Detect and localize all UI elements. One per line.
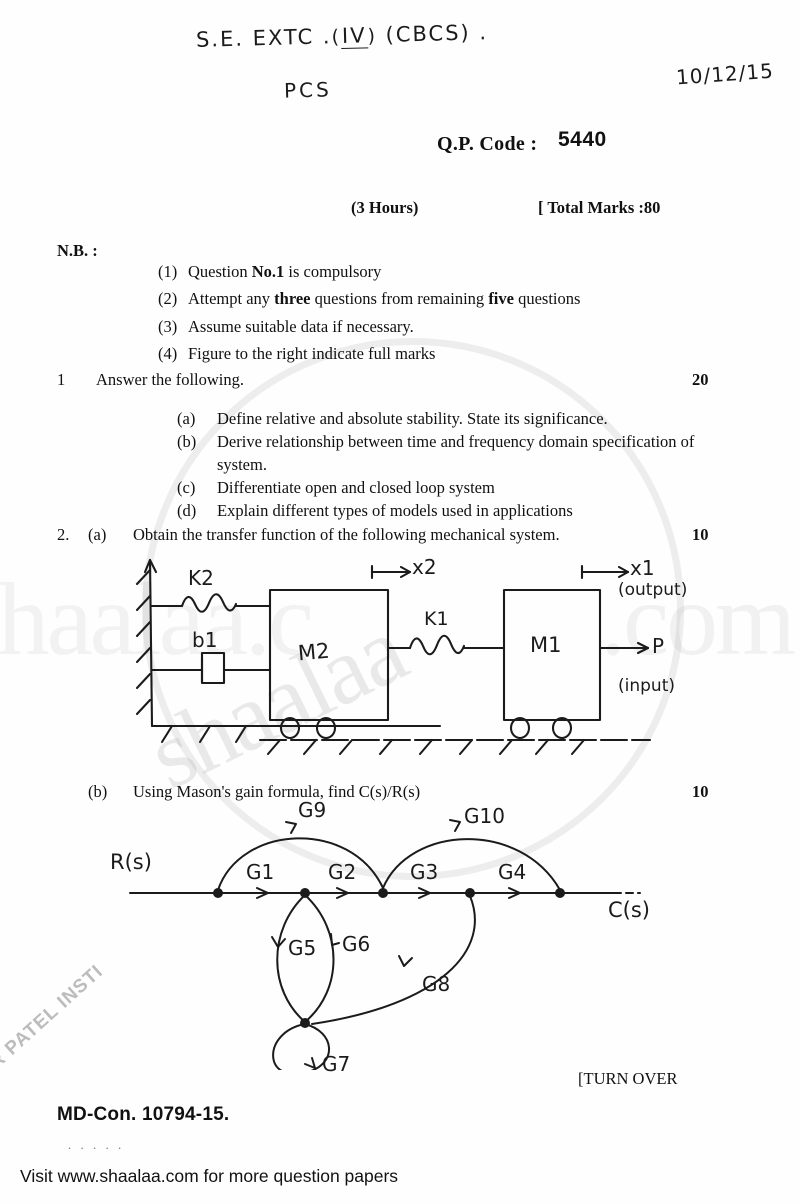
list-item: (c) Differentiate open and closed loop s…: [177, 476, 737, 499]
signal-flow-graph-svg: [129, 819, 641, 1075]
question-1-number: 1: [57, 370, 66, 389]
question-2b-text: Using Mason's gain formula, find C(s)/R(…: [133, 782, 421, 801]
mech-label-m2: M2: [297, 638, 331, 666]
nb-item-number: (3): [158, 316, 178, 336]
handwritten-course-post: (CBCS) .: [376, 20, 489, 48]
mechanical-system-svg: [135, 558, 652, 756]
sub-question-label: (d): [177, 500, 197, 520]
question-2b-marks: 10: [692, 782, 709, 801]
sub-question-text: Define relative and absolute stability. …: [217, 408, 608, 428]
sfg-label-g7: G7: [322, 1052, 351, 1076]
sfg-label-output: C(s): [608, 898, 650, 922]
question-1-sublist: (a) Define relative and absolute stabili…: [137, 407, 737, 522]
mech-label-force-p: P: [652, 634, 665, 658]
nb-instruction-list: (1) Question No.1 is compulsory (2) Atte…: [118, 258, 580, 368]
question-2b-label: (b): [88, 782, 108, 801]
sub-question-label: (a): [177, 408, 196, 428]
handwritten-subject-annotation: PCS: [283, 77, 333, 103]
mech-label-x2: x2: [412, 555, 437, 579]
handwritten-date-annotation: 10/12/15: [675, 58, 775, 90]
list-item: (4) Figure to the right indicate full ma…: [158, 340, 580, 368]
nb-item-number: (2): [158, 289, 178, 308]
paper-serial-code: MD-Con. 10794-15.: [57, 1104, 230, 1125]
mech-label-x1: x1: [630, 556, 655, 580]
watermark-left-text: shaalaa.c: [0, 562, 314, 677]
sfg-label-g2: G2: [328, 860, 357, 884]
visit-site-note: Visit www.shaalaa.com for more question …: [20, 1166, 399, 1186]
question-2a-marks: 10: [692, 525, 709, 544]
nb-item-number: (1): [158, 261, 178, 281]
question-2a-label: (a): [88, 525, 107, 544]
sfg-label-g3: G3: [410, 860, 439, 884]
mech-label-k1: K1: [424, 608, 449, 630]
mech-label-m1: M1: [530, 633, 562, 657]
sfg-label-g10: G10: [464, 804, 505, 828]
sfg-label-g1: G1: [246, 860, 275, 884]
nb-label: N.B. :: [57, 241, 98, 260]
mech-label-input: (input): [618, 676, 675, 696]
question-1-title: Answer the following.: [96, 370, 245, 389]
sub-question-text: Derive relationship between time and fre…: [217, 431, 695, 474]
qp-code-value: 5440: [558, 128, 607, 151]
watermark-diagonal-text: shaalaa: [132, 595, 421, 810]
handwritten-course-annotation: S.E. EXTC .(IV) (CBCS) .: [195, 20, 489, 52]
question-2-number: 2.: [57, 525, 70, 544]
nb-item-number: (4): [158, 344, 178, 363]
mechanical-system-figure: K2 b1 M2 K1 M1 x2 x1 (output) (input) P: [110, 548, 690, 768]
question-2a-text: Obtain the transfer function of the foll…: [133, 525, 560, 544]
nb-item-text: Attempt any three questions from remaini…: [188, 289, 581, 308]
sfg-label-input: R(s): [110, 850, 152, 874]
list-item: (1) Question No.1 is compulsory: [158, 258, 580, 286]
list-item: (d) Explain different types of models us…: [177, 499, 737, 522]
exam-total-marks: [ Total Marks :80: [538, 198, 661, 217]
mech-label-output: (output): [618, 580, 688, 600]
mech-label-k2: K2: [188, 566, 214, 590]
sfg-label-g8: G8: [422, 972, 451, 996]
watermark-right-text: .com: [600, 562, 796, 677]
sub-question-label: (c): [177, 477, 196, 497]
mech-label-b1: b1: [192, 628, 218, 652]
question-1-marks: 20: [692, 370, 709, 389]
list-item: (b) Derive relationship between time and…: [177, 430, 737, 476]
list-item: (3) Assume suitable data if necessary.: [158, 313, 580, 341]
turn-over-note: [TURN OVER: [578, 1069, 678, 1088]
footer-dots: . . . . .: [68, 1137, 125, 1152]
handwritten-semester: IV: [340, 23, 368, 50]
sub-question-label: (b): [177, 431, 197, 451]
sfg-label-g4: G4: [498, 860, 527, 884]
sfg-label-g5: G5: [288, 936, 317, 960]
nb-item-text: Figure to the right indicate full marks: [188, 344, 436, 363]
nb-item-text: Assume suitable data if necessary.: [188, 316, 414, 336]
watermark-institute-stamp: AR PATEL INSTI: [0, 960, 108, 1084]
signal-flow-graph-figure: R(s) C(s) G1 G2 G3 G4 G9 G10 G5 G6 G7 G8: [100, 798, 700, 1076]
sub-question-text: Explain different types of models used i…: [217, 500, 573, 520]
exam-duration: (3 Hours): [351, 198, 419, 217]
sub-question-text: Differentiate open and closed loop syste…: [217, 477, 495, 497]
sfg-label-g6: G6: [342, 932, 371, 956]
qp-code-label: Q.P. Code :: [437, 133, 538, 155]
list-item: (2) Attempt any three questions from rem…: [158, 285, 580, 313]
handwritten-course-pre: S.E. EXTC .: [195, 24, 332, 52]
list-item: (a) Define relative and absolute stabili…: [177, 407, 737, 430]
nb-item-text: Question No.1 is compulsory: [188, 261, 382, 281]
